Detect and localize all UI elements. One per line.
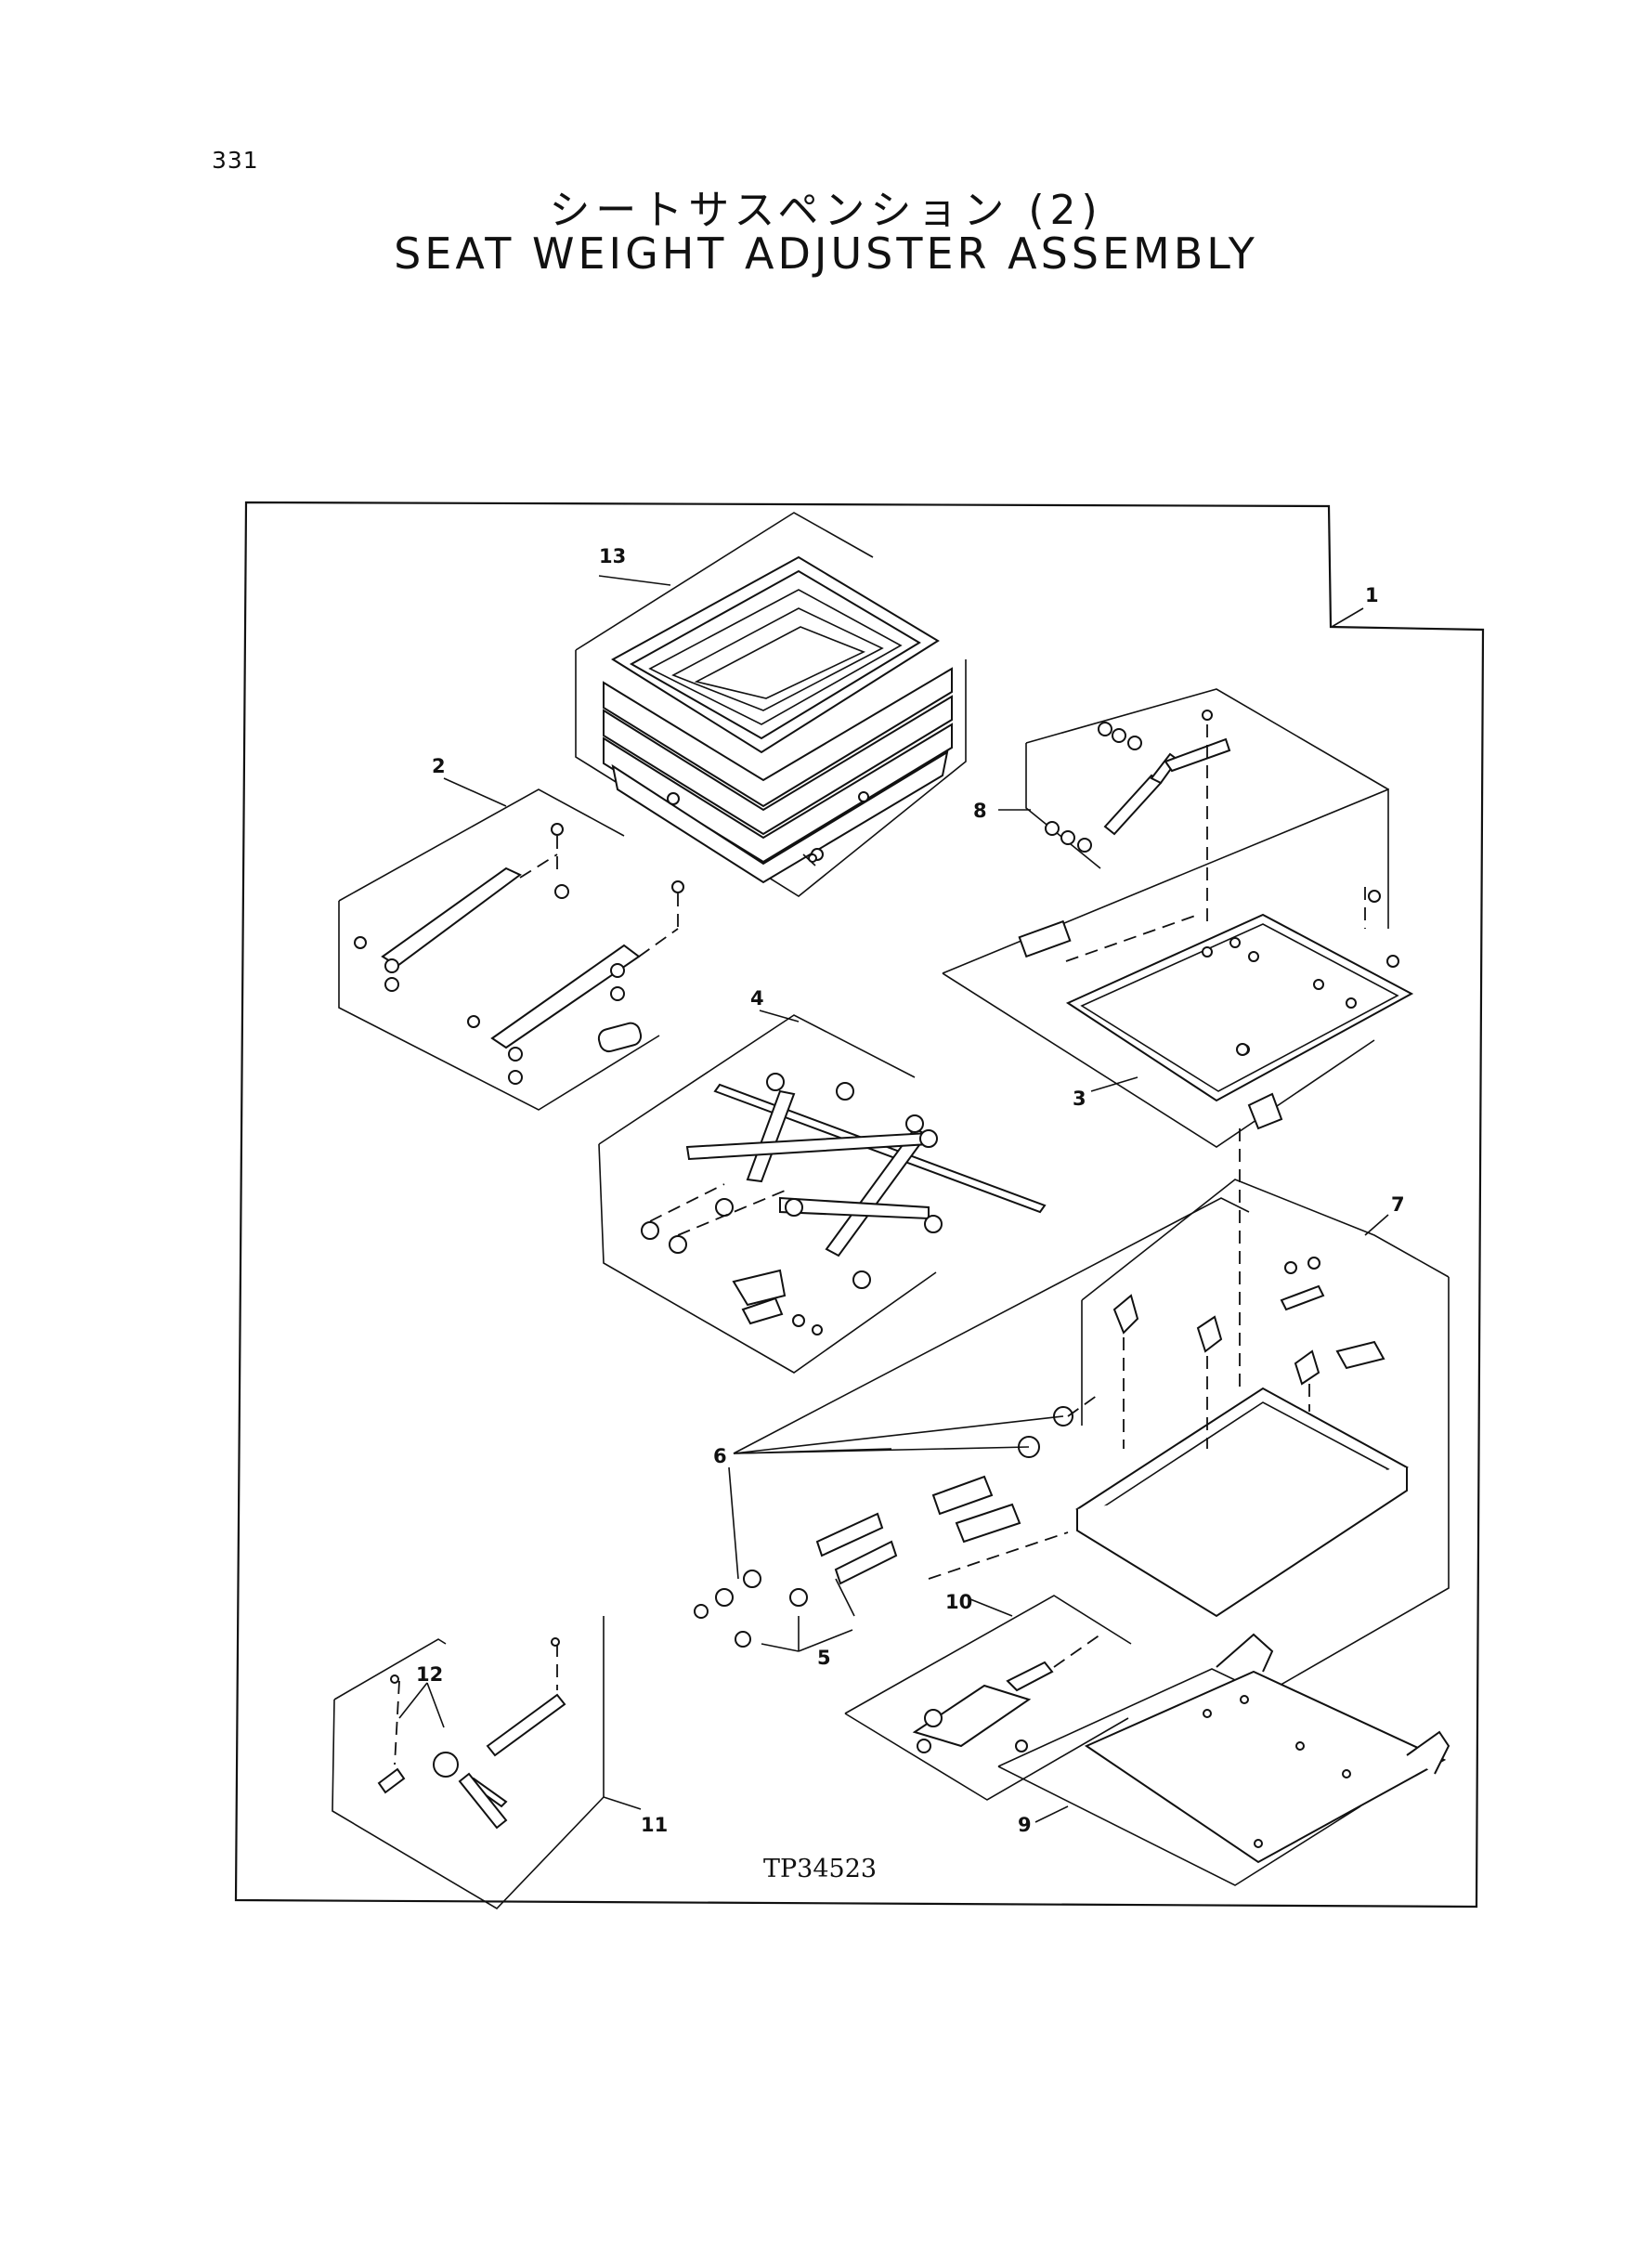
callout-11: 11 xyxy=(641,1814,668,1836)
callout-12: 12 xyxy=(416,1663,443,1686)
part-13-bellows-group xyxy=(575,512,967,897)
callout-8: 8 xyxy=(973,800,987,822)
callout-13: 13 xyxy=(599,545,626,567)
callout-1: 1 xyxy=(1365,584,1379,606)
title-japanese: シートサスペンション (2) xyxy=(549,187,1103,234)
part-9-cover-group xyxy=(997,1633,1450,1886)
callout-9: 9 xyxy=(1018,1814,1032,1836)
callout-2: 2 xyxy=(432,755,446,777)
part-5-6-springs-group xyxy=(694,1197,1250,1652)
page-number: 331 xyxy=(212,147,259,174)
callout-3: 3 xyxy=(1073,1088,1086,1110)
part-4-scissor-group xyxy=(598,1014,1047,1374)
diagram-frame xyxy=(234,501,1485,1909)
part-10-handle-group xyxy=(844,1595,1132,1801)
title-english: SEAT WEIGHT ADJUSTER ASSEMBLY xyxy=(394,228,1258,279)
part-2-rails-group xyxy=(338,788,684,1111)
callout-4: 4 xyxy=(750,987,764,1010)
part-3-seat-plate-group xyxy=(942,788,1414,1148)
callout-6: 6 xyxy=(713,1445,727,1467)
drawing-code: TP34523 xyxy=(763,1855,877,1883)
callout-10: 10 xyxy=(945,1591,972,1613)
callout-5: 5 xyxy=(817,1647,831,1669)
part-8-damper-group xyxy=(1025,688,1389,929)
part-11-12-pin-group xyxy=(332,1616,605,1910)
part-7-base-group xyxy=(1075,1092,1450,1699)
callout-7: 7 xyxy=(1391,1193,1405,1216)
